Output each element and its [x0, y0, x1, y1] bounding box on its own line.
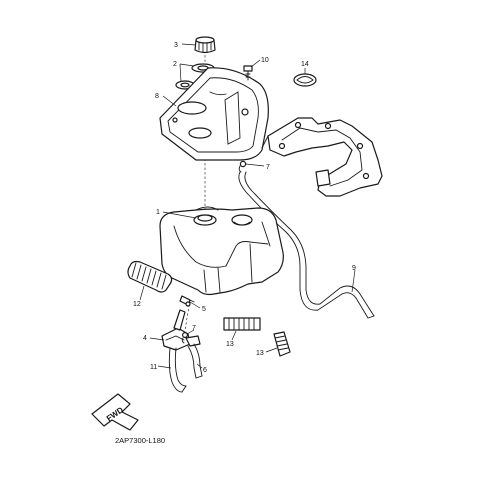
callout-8: 8	[155, 93, 159, 100]
fwd-direction-arrow: FWD	[91, 393, 139, 431]
hose-protector-b	[273, 331, 291, 357]
callout-7-lower: 7	[192, 325, 196, 332]
hose-protector-a	[223, 317, 261, 331]
corrugated-sleeve	[127, 260, 173, 293]
hose-clip-lower	[181, 332, 189, 344]
callout-4: 4	[143, 335, 147, 342]
fuel-tank	[159, 206, 284, 296]
callout-13-b: 13	[256, 350, 264, 357]
callout-7-upper: 7	[266, 164, 270, 171]
fuel-cap	[194, 36, 216, 54]
callout-12: 12	[133, 301, 141, 308]
callout-3: 3	[174, 42, 178, 49]
callout-5: 5	[202, 306, 206, 313]
drawing-number: 2AP7300-L180	[115, 436, 165, 445]
fuel-hose	[168, 347, 187, 393]
tank-bracket	[261, 117, 383, 197]
callout-numbers: 3 2 8 10 14 7 1 9 12 5 4 7 13 13 11 6	[133, 42, 356, 374]
hose-clip-upper	[238, 160, 247, 173]
emblem-badge	[293, 73, 317, 87]
callout-14: 14	[301, 61, 309, 68]
callout-6: 6	[203, 367, 207, 374]
callout-9: 9	[352, 265, 356, 272]
mounting-screw	[243, 65, 253, 81]
callout-1: 1	[156, 209, 160, 216]
callout-2: 2	[173, 61, 177, 68]
overflow-hose	[299, 285, 375, 319]
tank-cover	[159, 67, 269, 161]
callout-10: 10	[261, 57, 269, 64]
vacuum-hose	[187, 343, 203, 379]
callout-11: 11	[150, 364, 157, 371]
leader-lines	[139, 43, 356, 369]
callout-13-a: 13	[226, 341, 234, 348]
